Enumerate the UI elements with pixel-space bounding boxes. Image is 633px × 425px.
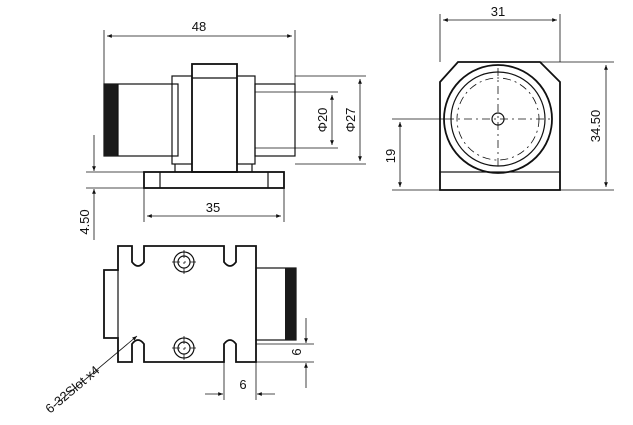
dim-19-label: 19 bbox=[383, 149, 398, 163]
front-view: 48 Φ20 Φ27 35 4.50 bbox=[77, 19, 366, 240]
knurled-end-right bbox=[285, 268, 296, 340]
dim-4-50-label: 4.50 bbox=[77, 209, 92, 234]
dim-35-label: 35 bbox=[206, 200, 220, 215]
knurled-end-left bbox=[104, 84, 118, 156]
slot-callout-label: 6-32Slot x4 bbox=[42, 363, 102, 417]
dim-phi20-label: Φ20 bbox=[315, 108, 330, 133]
dim-phi27-label: Φ27 bbox=[343, 108, 358, 133]
dim-34-50-label: 34.50 bbox=[588, 110, 603, 143]
dim-48-label: 48 bbox=[192, 19, 206, 34]
dim-31-label: 31 bbox=[491, 4, 505, 19]
top-view: 6 6 6-32Slot x4 bbox=[42, 245, 314, 417]
dim-6-horizontal-label: 6 bbox=[239, 377, 246, 392]
side-view: 31 34.50 19 bbox=[383, 4, 614, 191]
dim-6-vertical-label: 6 bbox=[289, 348, 304, 355]
